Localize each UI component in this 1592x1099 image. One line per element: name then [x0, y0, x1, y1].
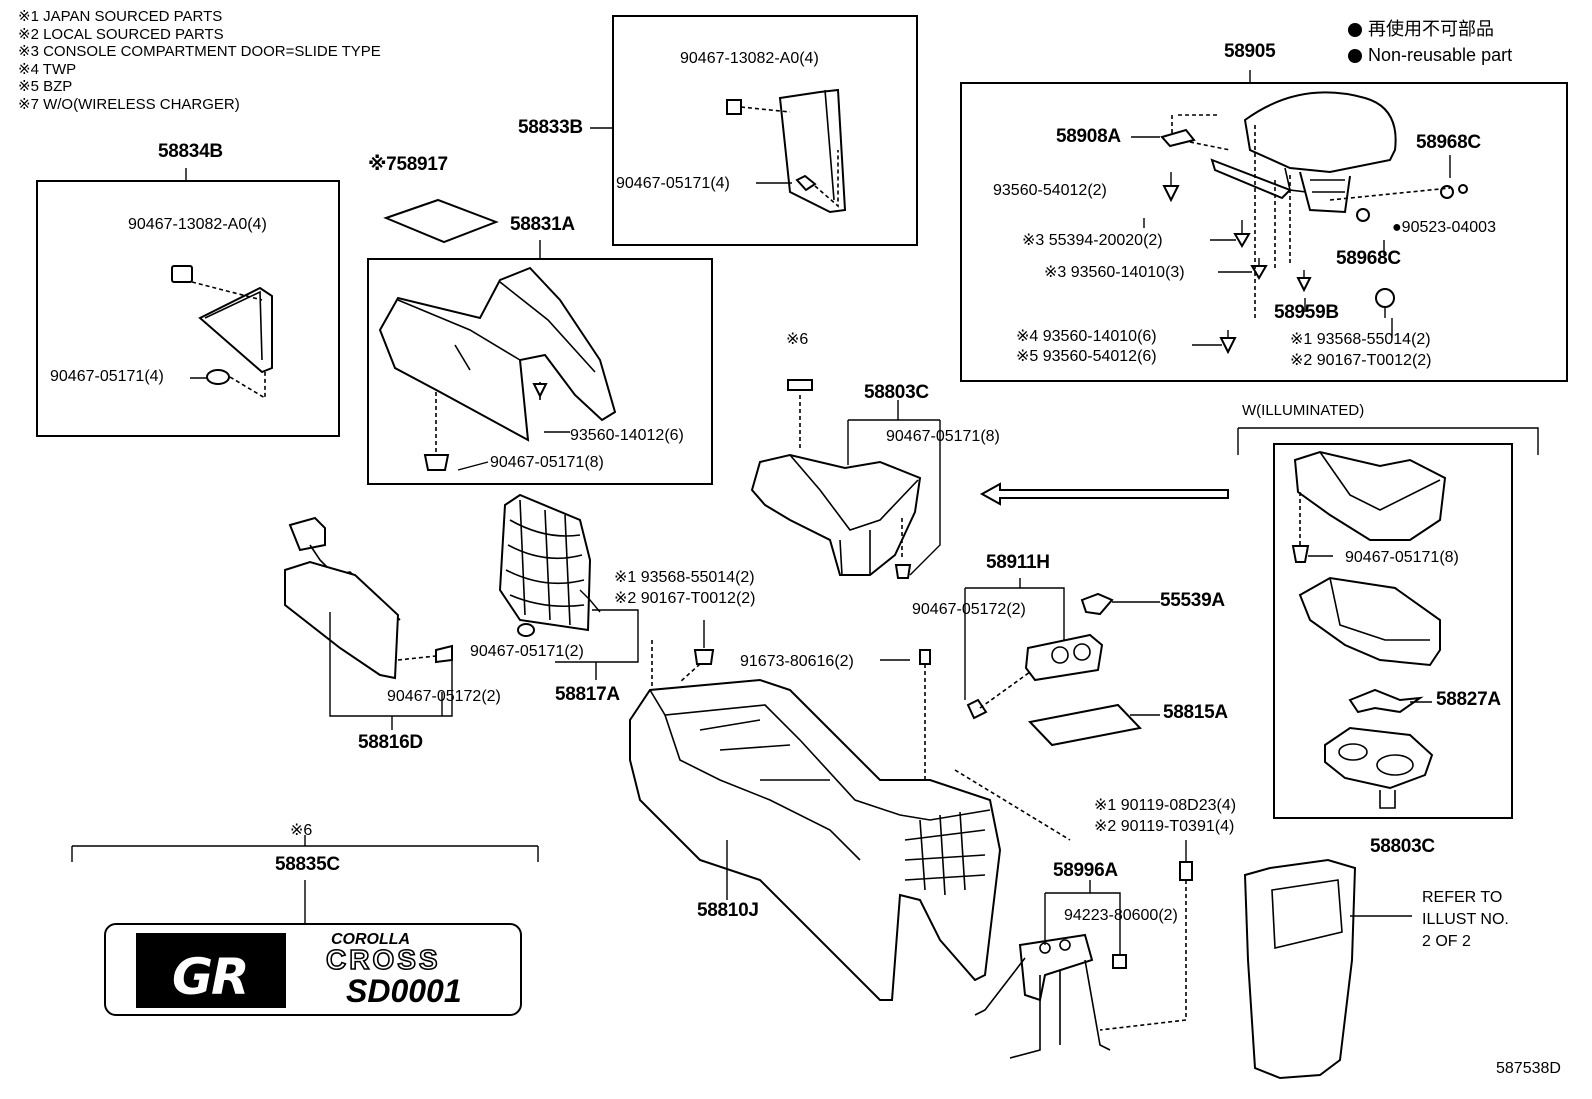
- part-58831A-drawing: [378, 266, 617, 471]
- label-55394: ※3 55394-20020(2): [1022, 232, 1163, 249]
- note-2: ※2 LOCAL SOURCED PARTS: [18, 26, 224, 43]
- part-58810J-drawing: [629, 678, 1071, 1001]
- direction-arrow: [979, 482, 1229, 506]
- label-58803C-top: 58803C: [864, 382, 929, 403]
- part-58816D-drawing: [284, 516, 453, 680]
- part-58905-drawing: [1160, 91, 1468, 355]
- box-illuminated: [1273, 443, 1513, 819]
- bullet-icon: [1348, 23, 1362, 37]
- legend-jp: 再使用不可部品: [1348, 20, 1494, 40]
- label-93560-54012: 93560-54012(2): [993, 182, 1107, 199]
- part-58911H-drawing: [966, 592, 1114, 720]
- rear-panel-drawing: [1243, 858, 1412, 1080]
- bolts-middle-drawing: [679, 620, 1193, 1031]
- label-93560-14010-3: ※3 93560-14010(3): [1044, 264, 1185, 281]
- gr-logo-text: GR: [172, 948, 250, 1006]
- label-58833B: 58833B: [518, 117, 583, 138]
- label-93568-right: ※1 93568-55014(2): [1290, 331, 1431, 348]
- label-58810J: 58810J: [697, 900, 759, 921]
- bullet-icon: [1348, 49, 1362, 63]
- label-55539A: 55539A: [1160, 590, 1225, 611]
- refer-line-2: ILLUST NO.: [1422, 911, 1509, 928]
- label-58996A: 58996A: [1053, 860, 1118, 881]
- label-90167-right: ※2 90167-T0012(2): [1290, 352, 1432, 369]
- badge-corolla: COROLLA: [331, 931, 411, 948]
- label-93568-mid: ※1 93568-55014(2): [614, 569, 755, 586]
- part-58803C-upper-drawing: [750, 379, 922, 579]
- label-58908A: 58908A: [1056, 126, 1121, 147]
- badge-serial: SD0001: [346, 973, 462, 1009]
- label-58816D-clip: 90467-05172(2): [387, 688, 501, 705]
- label-58803C-top-clip: 90467-05171(8): [886, 428, 1000, 445]
- label-90523: ●90523-04003: [1392, 219, 1496, 236]
- box-58905: [960, 82, 1568, 382]
- refer-line-1: REFER TO: [1422, 889, 1503, 906]
- refer-line-3: 2 OF 2: [1422, 933, 1471, 950]
- label-58831A: 58831A: [510, 214, 575, 235]
- label-58816D: 58816D: [358, 732, 423, 753]
- badge-cross: CROSS: [325, 944, 441, 976]
- note-5: ※5 BZP: [18, 78, 73, 95]
- label-58911H: 58911H: [986, 552, 1050, 573]
- label-58905: 58905: [1224, 41, 1276, 62]
- box-58831A: [367, 258, 713, 485]
- label-94223: 94223-80600(2): [1064, 907, 1178, 924]
- gr-logo-block: GR: [136, 933, 286, 1008]
- label-58833B-clip2: 90467-05171(4): [616, 175, 730, 192]
- label-58968C-a: 58968C: [1416, 132, 1481, 153]
- label-91673: 91673-80616(2): [740, 653, 854, 670]
- box-58834B: [36, 180, 340, 437]
- leader-lines: [71, 70, 1539, 955]
- note-1: ※1 JAPAN SOURCED PARTS: [18, 8, 223, 25]
- label-58917: ※758917: [368, 154, 448, 175]
- part-58817A-drawing: [498, 493, 653, 700]
- label-note6-bottom: ※6: [290, 822, 313, 839]
- label-58831A-clip: 90467-05171(8): [490, 454, 604, 471]
- label-58968C-b: 58968C: [1336, 248, 1401, 269]
- label-58911H-clip: 90467-05172(2): [912, 601, 1026, 618]
- label-90167-mid: ※2 90167-T0012(2): [614, 590, 756, 607]
- label-90119-1: ※1 90119-08D23(4): [1094, 797, 1237, 814]
- label-93560-54012-6: ※5 93560-54012(6): [1016, 348, 1157, 365]
- label-58831A-screw: 93560-14012(6): [570, 427, 684, 444]
- label-58803C-bottom: 58803C: [1370, 836, 1435, 857]
- part-58917-drawing: [383, 198, 499, 244]
- part-58833B-drawing: [726, 88, 847, 214]
- label-90119-2: ※2 90119-T0391(4): [1094, 818, 1235, 835]
- label-58834B-clip2: 90467-05171(4): [50, 368, 164, 385]
- note-7: ※7 W/O(WIRELESS CHARGER): [18, 96, 240, 113]
- label-58834B-clip: 90467-13082-A0(4): [128, 216, 267, 233]
- part-58815A-drawing: [1028, 703, 1142, 747]
- label-58815A: 58815A: [1163, 702, 1228, 723]
- label-illuminated-clip: 90467-05171(8): [1345, 549, 1459, 566]
- box-58833B: [612, 15, 918, 246]
- label-58833B-clip: 90467-13082-A0(4): [680, 50, 819, 67]
- note-3: ※3 CONSOLE COMPARTMENT DOOR=SLIDE TYPE: [18, 43, 381, 60]
- label-note6-top: ※6: [786, 331, 809, 348]
- label-58817A-clip: 90467-05171(2): [470, 643, 584, 660]
- part-58996A-drawing: [974, 933, 1127, 1059]
- label-illuminated: W(ILLUMINATED): [1242, 402, 1365, 419]
- label-58835C: 58835C: [275, 854, 340, 875]
- label-58827A: 58827A: [1436, 689, 1501, 710]
- legend-en: Non-reusable part: [1348, 46, 1512, 66]
- label-58959B: 58959B: [1274, 302, 1339, 323]
- part-58834B-drawing: [171, 265, 273, 400]
- label-58817A: 58817A: [555, 684, 620, 705]
- gr-badge: GR COROLLA CROSS SD0001: [104, 923, 522, 1016]
- figure-code: 587538D: [1496, 1060, 1561, 1077]
- note-4: ※4 TWP: [18, 61, 77, 78]
- illuminated-parts-drawing: [1291, 450, 1447, 809]
- label-58834B: 58834B: [158, 141, 223, 162]
- label-93560-14010-6: ※4 93560-14010(6): [1016, 328, 1157, 345]
